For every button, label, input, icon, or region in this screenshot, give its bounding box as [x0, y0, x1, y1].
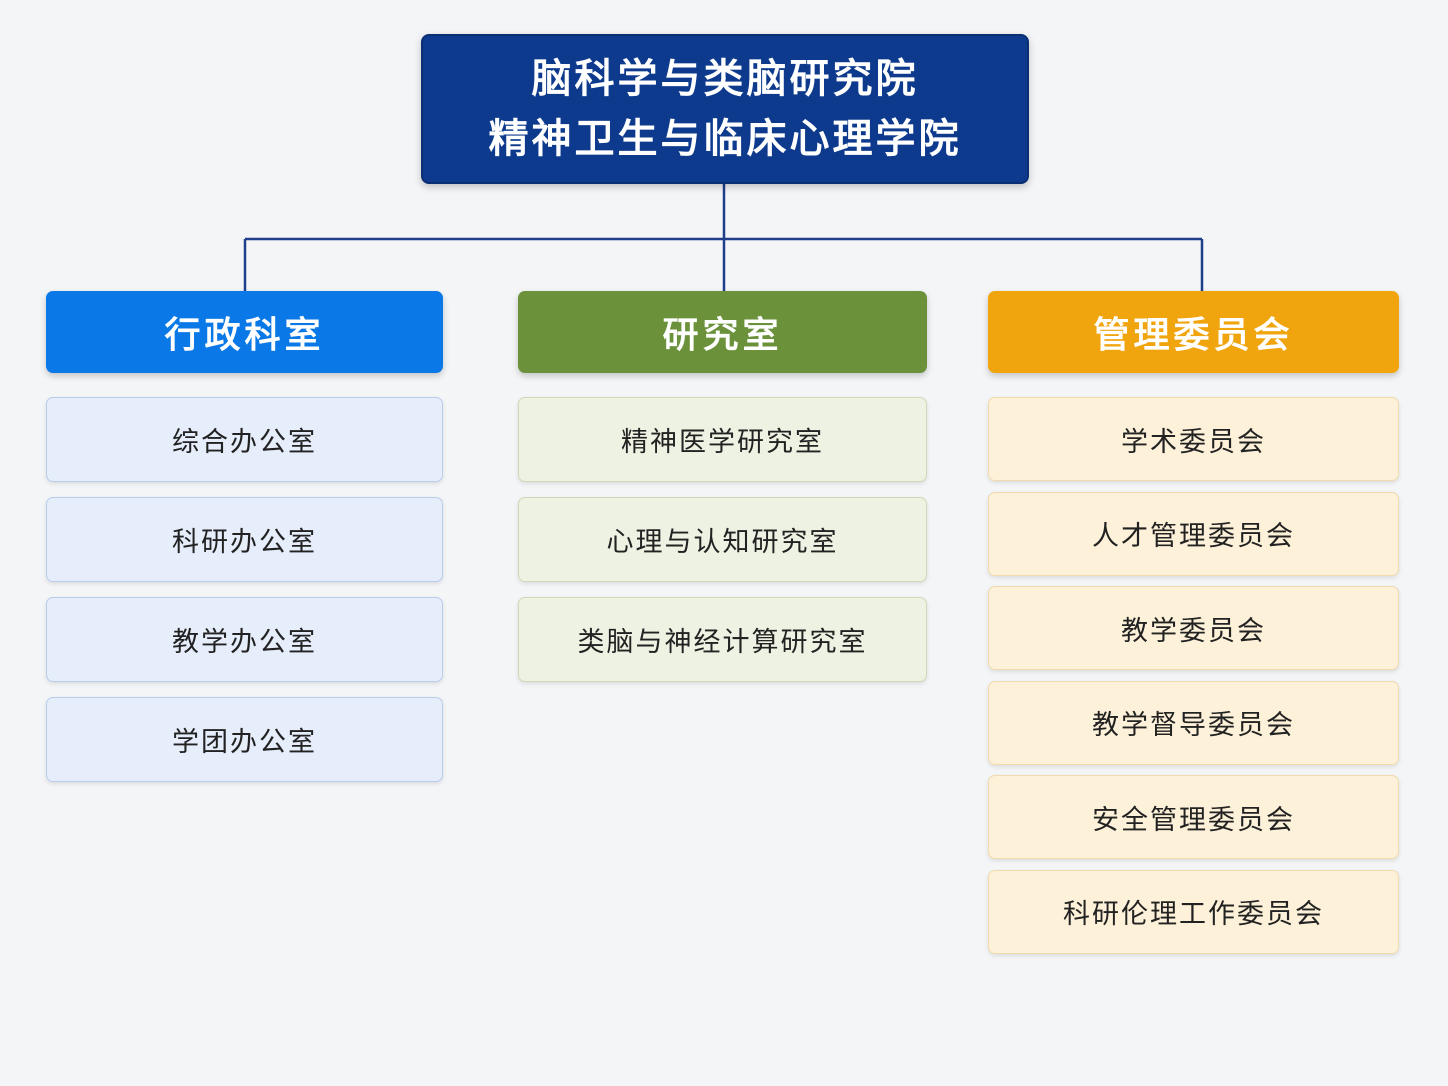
committee-header: 管理委员会 — [988, 291, 1399, 373]
committee-item-safety-management: 安全管理委员会 — [988, 775, 1399, 859]
admin-item-research-office: 科研办公室 — [46, 497, 443, 582]
research-item-brain-inspired-computing-lab: 类脑与神经计算研究室 — [518, 597, 927, 682]
root-title-line-1: 脑科学与类脑研究院 — [531, 56, 919, 102]
admin-item-student-office: 学团办公室 — [46, 697, 443, 782]
committee-item-research-ethics: 科研伦理工作委员会 — [988, 869, 1399, 954]
research-item-psychiatry-lab: 精神医学研究室 — [518, 397, 927, 482]
research-header: 研究室 — [518, 291, 927, 373]
committee-item-academic: 学术委员会 — [988, 397, 1399, 481]
root-node: 脑科学与类脑研究院 精神卫生与临床心理学院 — [421, 34, 1029, 184]
committee-item-talent-management: 人才管理委员会 — [988, 491, 1399, 576]
admin-item-general-office: 综合办公室 — [46, 397, 443, 482]
research-item-psychology-cognition-lab: 心理与认知研究室 — [518, 497, 927, 582]
root-title-line-2: 精神卫生与临床心理学院 — [488, 116, 962, 162]
committee-item-teaching-supervision: 教学督导委员会 — [988, 680, 1399, 765]
admin-item-teaching-office: 教学办公室 — [46, 597, 443, 682]
committee-item-teaching: 教学委员会 — [988, 586, 1399, 670]
admin-header: 行政科室 — [46, 291, 443, 373]
research-column: 研究室 精神医学研究室 心理与认知研究室 类脑与神经计算研究室 — [518, 291, 927, 697]
committee-column: 管理委员会 学术委员会 人才管理委员会 教学委员会 教学督导委员会 安全管理委员… — [988, 291, 1399, 964]
admin-column: 行政科室 综合办公室 科研办公室 教学办公室 学团办公室 — [46, 291, 443, 797]
